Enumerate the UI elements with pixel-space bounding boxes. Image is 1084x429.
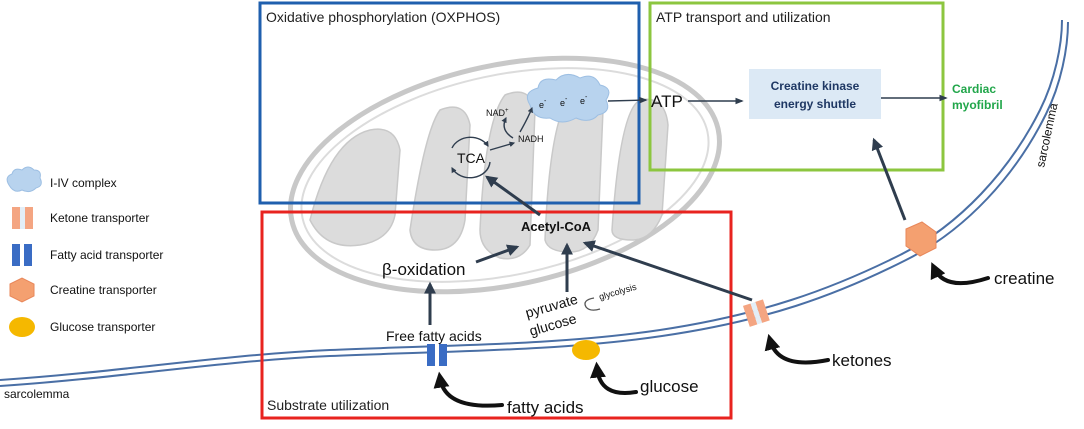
acetyl-to-tca-arrow <box>485 175 541 217</box>
beta-to-acetyl-arrow <box>475 244 520 264</box>
legend-label-0: I-IV complex <box>50 176 117 190</box>
ketone-transporter <box>742 299 770 327</box>
myofibril-line2: myofibril <box>952 98 1003 112</box>
ketones-label: ketones <box>832 351 892 370</box>
nad-nadh-cycle-arrow <box>501 116 514 139</box>
electron-1: e <box>539 100 544 110</box>
svg-text:e-: e- <box>580 94 588 106</box>
electron-2: e <box>560 98 565 108</box>
legend-label-4: Glucose transporter <box>50 320 155 334</box>
oxphos-title: Oxidative phosphorylation (OXPHOS) <box>266 9 500 25</box>
atp-box <box>648 1 945 172</box>
electron-sup-3: - <box>585 94 588 101</box>
nadh-to-complex-arrow <box>519 106 533 133</box>
atp-title: ATP transport and utilization <box>656 9 831 25</box>
fatty-acids-swoosh <box>433 371 504 408</box>
fatty-acids-label: fatty acids <box>507 398 584 417</box>
svg-text:NAD+: NAD+ <box>486 108 509 118</box>
glucose-transporter <box>572 340 600 360</box>
creatine-transporter-icon <box>9 277 35 303</box>
creatine-transporter <box>905 221 937 257</box>
oxphos-box <box>258 1 641 205</box>
ck-line2: energy shuttle <box>774 97 856 111</box>
complex-to-atp-arrow <box>607 96 648 104</box>
glucose-label: glucose <box>640 377 699 396</box>
tca-cycle: TCA <box>451 136 491 179</box>
creatine-to-ck-arrow <box>871 137 907 221</box>
legend-label-2: Fatty acid transporter <box>50 248 163 262</box>
free-fatty-acids-label: Free fatty acids <box>386 328 482 344</box>
substrate-title: Substrate utilization <box>267 397 389 413</box>
creatine-label: creatine <box>994 269 1054 288</box>
legend: I-IV complex Ketone transporter Fatty ac… <box>6 166 163 337</box>
sarcolemma-right-label: sarcolemma <box>1033 101 1060 168</box>
glycolysis-loop <box>584 297 601 311</box>
legend-label-3: Creatine transporter <box>50 283 157 297</box>
glucose-transporter-icon <box>9 317 35 337</box>
svg-text:e-: e- <box>539 98 547 110</box>
ck-line1: Creatine kinase <box>771 79 860 93</box>
sarcolemma-left-label: sarcolemma <box>4 387 70 401</box>
fatty-acid-transporter-icon <box>12 244 32 266</box>
nadh-label: NADH <box>518 134 544 144</box>
tca-to-nadh-arrow <box>489 141 516 151</box>
substrate-box <box>260 210 733 420</box>
atp-label: ATP <box>651 92 683 111</box>
myofibril-line1: Cardiac <box>952 82 996 96</box>
electron-sup-2: - <box>565 96 568 103</box>
electron-3: e <box>580 96 585 106</box>
legend-label-1: Ketone transporter <box>50 211 149 225</box>
fatty-acid-transporter <box>427 344 447 366</box>
complex-icon <box>6 166 42 193</box>
nad-sup: + <box>505 108 509 114</box>
creatine-swoosh <box>930 262 990 286</box>
electron-sup-1: - <box>544 98 547 105</box>
ketones-swoosh <box>764 333 830 365</box>
ketone-transporter-icon <box>12 207 33 229</box>
tca-label: TCA <box>457 150 486 166</box>
complex-cloud: e- e- e- <box>526 74 610 123</box>
svg-text:e-: e- <box>560 96 568 108</box>
nad-label: NAD <box>486 108 506 118</box>
mitochondrion <box>288 55 722 295</box>
ketone-to-acetyl-arrow <box>582 240 753 302</box>
sarcolemma-membrane <box>0 19 1069 387</box>
beta-oxidation-label: β-oxidation <box>382 260 466 279</box>
acetyl-coa-label: Acetyl-CoA <box>521 219 592 234</box>
creatine-kinase-box <box>749 69 881 119</box>
glucose-swoosh <box>590 361 638 395</box>
glycolysis-label: glycolysis <box>598 282 638 302</box>
